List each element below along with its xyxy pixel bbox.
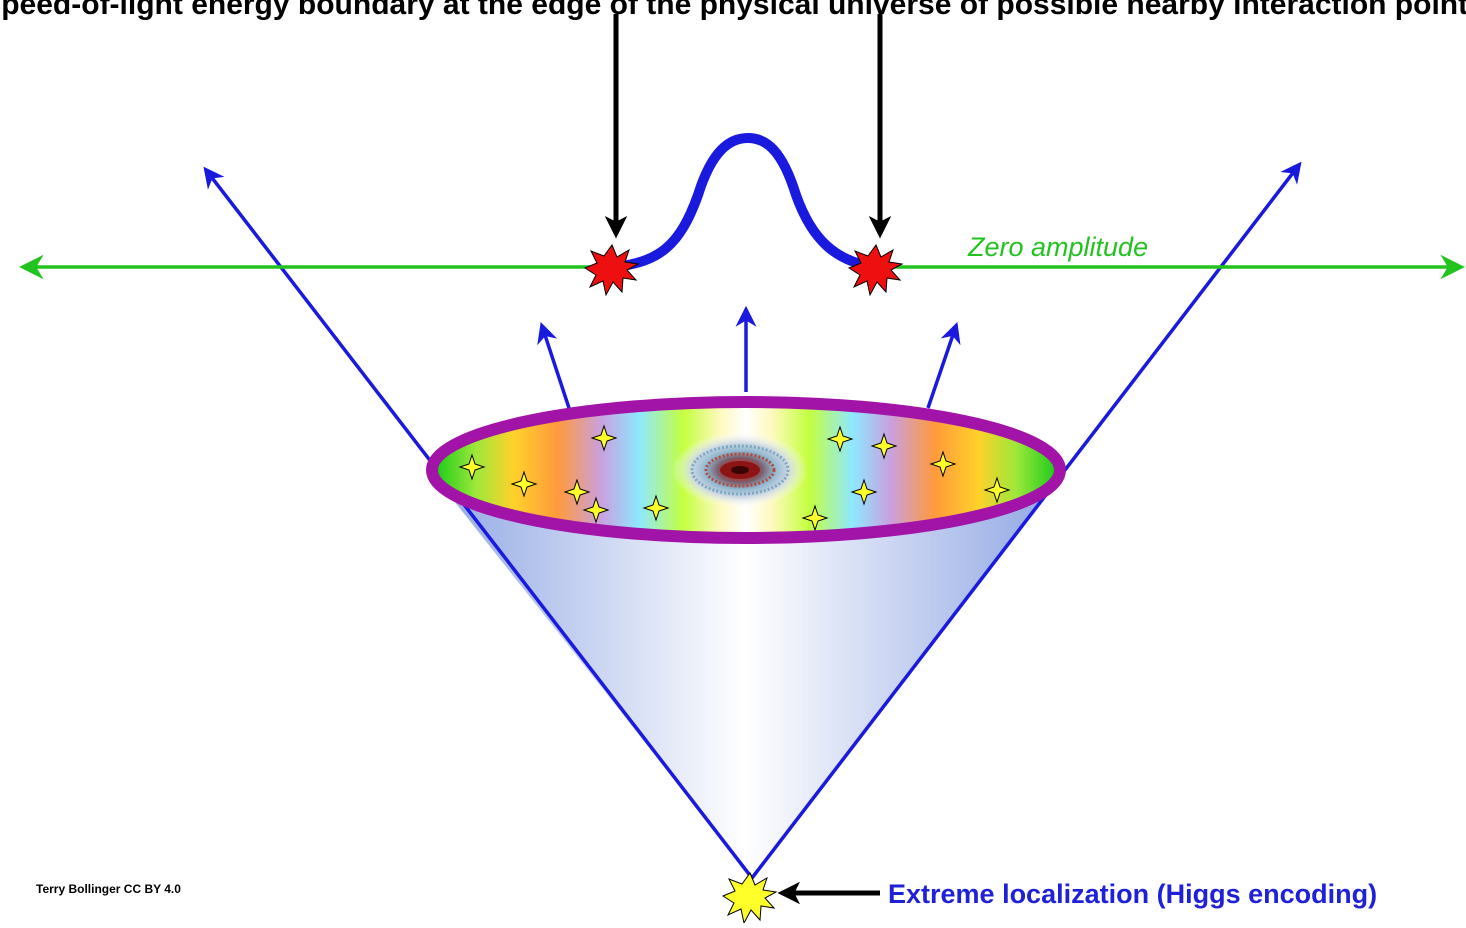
possibility-ring xyxy=(426,396,1066,544)
higgs-burst xyxy=(721,871,778,923)
collision-burst-left xyxy=(583,243,640,297)
sparkle-9 xyxy=(929,450,957,478)
light-cone-body xyxy=(428,468,1062,878)
sparkle-10 xyxy=(850,478,878,506)
sparkles xyxy=(458,424,1011,532)
collision-burst-right xyxy=(847,243,904,297)
wave-packet xyxy=(609,132,881,272)
emission-arrow-1 xyxy=(537,322,571,409)
vortex-image xyxy=(672,432,808,508)
sparkle-12 xyxy=(801,504,829,532)
emission-arrow-3 xyxy=(926,322,961,409)
sparkle-6 xyxy=(642,494,670,522)
sparkle-1 xyxy=(590,424,618,452)
cone-edge-right-arrow xyxy=(750,161,1302,880)
sparkle-2 xyxy=(458,453,486,481)
diagram-title: Speed-of-light energy boundary at the ed… xyxy=(0,0,1466,21)
sparkle-8 xyxy=(870,432,898,460)
sparkle-11 xyxy=(983,476,1011,504)
sparkle-3 xyxy=(510,470,538,498)
extreme-localization-label: Extreme localization (Higgs encoding) xyxy=(888,879,1377,909)
sparkle-5 xyxy=(582,496,610,524)
cone-edge-left-arrow xyxy=(203,166,754,880)
sparkle-7 xyxy=(826,425,854,453)
zero-amplitude-label: Zero amplitude xyxy=(967,232,1148,262)
sparkle-4 xyxy=(563,478,591,506)
credit-label: Terry Bollinger CC BY 4.0 xyxy=(36,882,181,896)
